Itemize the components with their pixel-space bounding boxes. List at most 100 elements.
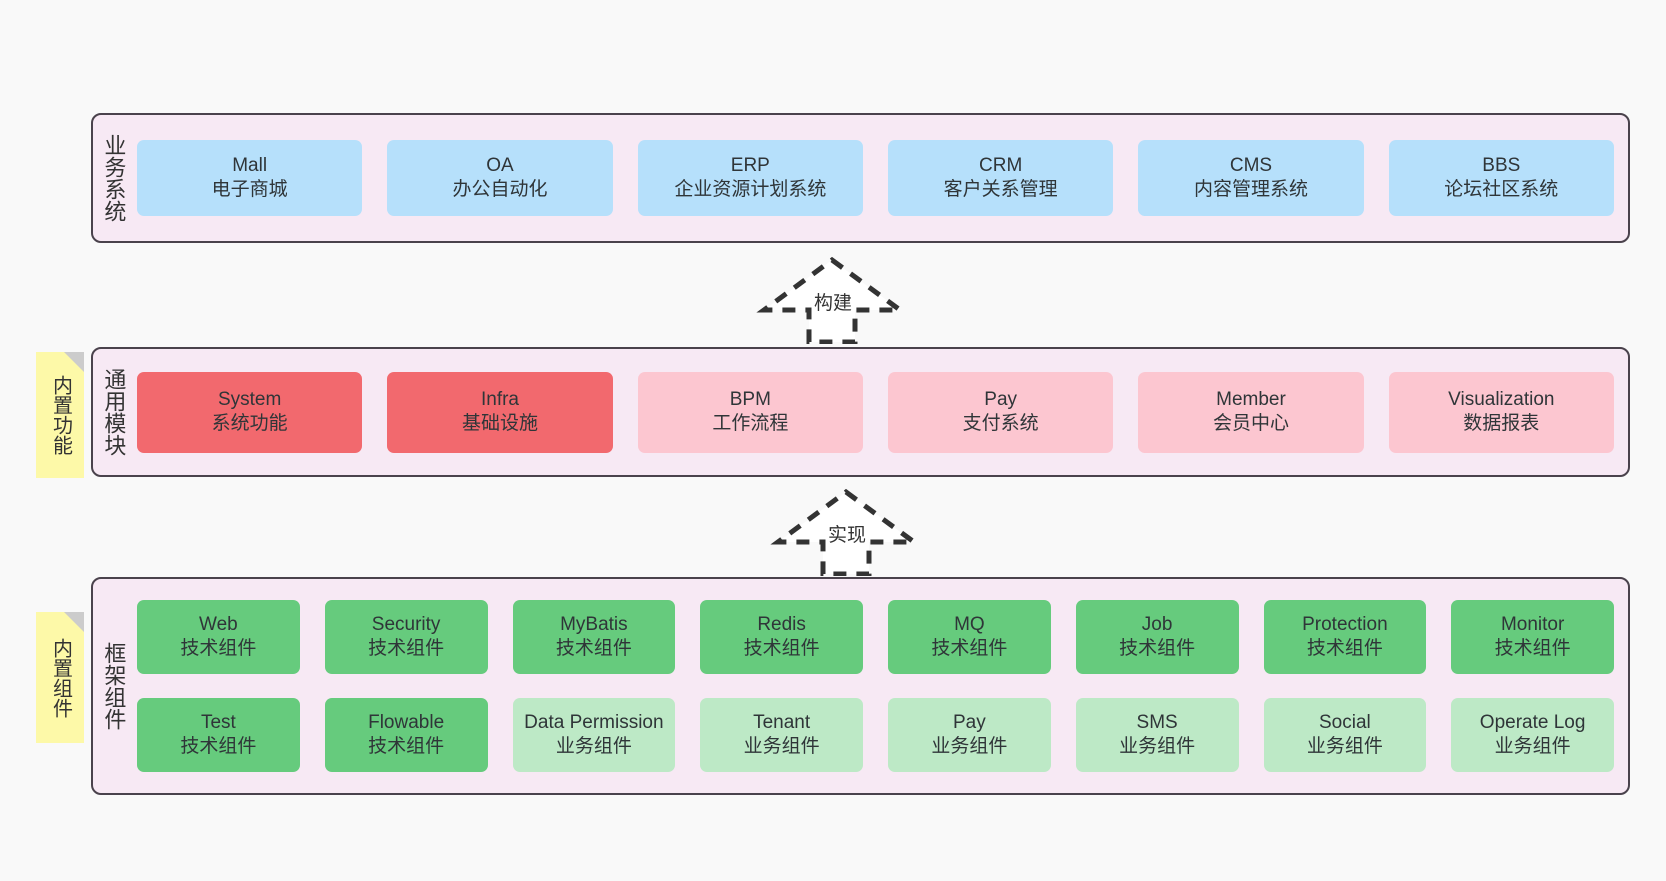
dashed-hollow-arrow-up-icon [756, 256, 908, 344]
connector-build: 构建 [752, 256, 912, 344]
component-box-data-permission[interactable]: Data Permission 业务组件 [512, 698, 676, 772]
component-desc: 业务组件 [1119, 736, 1196, 757]
module-box-visualization[interactable]: Visualization 数据报表 [1388, 371, 1614, 453]
component-name: Operate Log [1479, 712, 1586, 734]
component-box-flowable[interactable]: Flowable 技术组件 [324, 698, 488, 772]
module-box-oa[interactable]: OA 办公自动化 [387, 140, 613, 216]
component-box-web[interactable]: Web 技术组件 [137, 600, 300, 674]
component-box-sms[interactable]: SMS 业务组件 [1075, 698, 1239, 772]
component-box-protection[interactable]: Protection 技术组件 [1263, 600, 1427, 674]
layer-framework-component-row-tech: Web 技术组件 Security 技术组件 MyBatis 技术组件 Redi… [137, 600, 1614, 674]
component-desc: 技术组件 [555, 638, 632, 659]
module-box-pay[interactable]: Pay 支付系统 [887, 371, 1114, 453]
component-desc: 技术组件 [368, 736, 445, 757]
module-desc: 系统功能 [211, 413, 288, 434]
module-box-mall[interactable]: Mall 电子商城 [137, 140, 363, 216]
component-box-pay[interactable]: Pay 业务组件 [888, 698, 1051, 772]
layer-framework-component-body: Web 技术组件 Security 技术组件 MyBatis 技术组件 Redi… [133, 579, 1628, 793]
layer-framework-component-row-business: Test 技术组件 Flowable 技术组件 Data Permission … [137, 698, 1614, 772]
component-box-test[interactable]: Test 技术组件 [137, 698, 300, 772]
connector-build-label: 构建 [814, 293, 853, 314]
layer-business-system: 业务系统 Mall 电子商城 OA 办公自动化 ERP 企业资源计划系统 CRM… [91, 113, 1630, 243]
module-desc: 数据报表 [1463, 413, 1540, 434]
component-box-job[interactable]: Job 技术组件 [1075, 600, 1239, 674]
module-name: OA [486, 155, 514, 177]
module-name: System [217, 389, 282, 411]
module-desc: 工作流程 [712, 413, 789, 434]
component-desc: 业务组件 [1306, 736, 1383, 757]
component-name: SMS [1136, 712, 1178, 734]
component-desc: 技术组件 [1494, 638, 1571, 659]
module-box-infra[interactable]: Infra 基础设施 [387, 371, 613, 453]
module-box-cms[interactable]: CMS 内容管理系统 [1138, 140, 1364, 216]
component-name: Redis [757, 614, 806, 636]
component-name: Web [199, 614, 238, 636]
layer-framework-component: 框架组件 Web 技术组件 Security 技术组件 MyBatis 技术组件… [91, 577, 1630, 795]
component-box-security[interactable]: Security 技术组件 [324, 600, 488, 674]
component-name: Flowable [368, 712, 445, 734]
component-name: Data Permission [524, 712, 664, 734]
component-box-mq[interactable]: MQ 技术组件 [888, 600, 1051, 674]
component-box-tenant[interactable]: Tenant 业务组件 [700, 698, 863, 772]
module-desc: 基础设施 [461, 413, 538, 434]
connector-implement-label: 实现 [828, 525, 867, 546]
component-desc: 业务组件 [555, 736, 632, 757]
module-box-system[interactable]: System 系统功能 [137, 371, 363, 453]
component-desc: 技术组件 [743, 638, 820, 659]
module-name: ERP [730, 155, 770, 177]
note-fold-corner-icon [64, 352, 84, 372]
module-desc: 会员中心 [1212, 413, 1289, 434]
module-box-member[interactable]: Member 会员中心 [1138, 371, 1364, 453]
module-desc: 电子商城 [211, 179, 288, 200]
note-builtin-function: 内置功能 [36, 352, 84, 478]
layer-common-module-body: System 系统功能 Infra 基础设施 BPM 工作流程 Pay 支付系统… [133, 349, 1628, 475]
module-box-erp[interactable]: ERP 企业资源计划系统 [637, 140, 863, 216]
layer-business-system-body: Mall 电子商城 OA 办公自动化 ERP 企业资源计划系统 CRM 客户关系… [133, 115, 1628, 241]
component-name: Social [1319, 712, 1371, 734]
layer-common-module-row: System 系统功能 Infra 基础设施 BPM 工作流程 Pay 支付系统… [137, 371, 1614, 453]
component-box-monitor[interactable]: Monitor 技术组件 [1451, 600, 1614, 674]
component-name: Security [371, 614, 441, 636]
component-desc: 技术组件 [180, 638, 257, 659]
component-name: MQ [954, 614, 985, 636]
component-name: Pay [953, 712, 986, 734]
component-box-mybatis[interactable]: MyBatis 技术组件 [512, 600, 676, 674]
module-name: CRM [979, 155, 1023, 177]
layer-framework-component-title: 框架组件 [101, 642, 127, 730]
component-desc: 业务组件 [743, 736, 820, 757]
component-desc: 技术组件 [1119, 638, 1196, 659]
component-desc: 技术组件 [368, 638, 445, 659]
component-name: MyBatis [560, 614, 628, 636]
component-desc: 业务组件 [1494, 736, 1571, 757]
module-name: Mall [232, 155, 268, 177]
layer-business-system-row: Mall 电子商城 OA 办公自动化 ERP 企业资源计划系统 CRM 客户关系… [137, 140, 1614, 216]
module-name: Pay [984, 389, 1018, 411]
module-box-bpm[interactable]: BPM 工作流程 [637, 371, 863, 453]
component-desc: 技术组件 [1306, 638, 1383, 659]
layer-business-system-title: 业务系统 [101, 134, 127, 222]
module-name: Infra [480, 389, 519, 411]
note-builtin-component-label: 内置组件 [49, 637, 72, 718]
component-name: Monitor [1500, 614, 1565, 636]
component-name: Protection [1302, 614, 1388, 636]
component-box-operate-log[interactable]: Operate Log 业务组件 [1451, 698, 1614, 772]
component-box-social[interactable]: Social 业务组件 [1263, 698, 1427, 772]
module-name: BBS [1482, 155, 1521, 177]
module-box-crm[interactable]: CRM 客户关系管理 [887, 140, 1114, 216]
module-desc: 支付系统 [962, 413, 1039, 434]
component-name: Test [200, 712, 236, 734]
layer-common-module-title: 通用模块 [101, 368, 127, 456]
module-name: BPM [729, 389, 771, 411]
note-builtin-component: 内置组件 [36, 612, 84, 743]
module-name: CMS [1229, 155, 1273, 177]
module-desc: 内容管理系统 [1193, 179, 1308, 200]
module-desc: 企业资源计划系统 [674, 179, 827, 200]
component-desc: 技术组件 [931, 638, 1008, 659]
note-builtin-function-label: 内置功能 [49, 375, 72, 455]
module-box-bbs[interactable]: BBS 论坛社区系统 [1388, 140, 1614, 216]
component-desc: 业务组件 [931, 736, 1008, 757]
component-desc: 技术组件 [180, 736, 257, 757]
component-box-redis[interactable]: Redis 技术组件 [700, 600, 863, 674]
module-desc: 办公自动化 [452, 179, 548, 200]
